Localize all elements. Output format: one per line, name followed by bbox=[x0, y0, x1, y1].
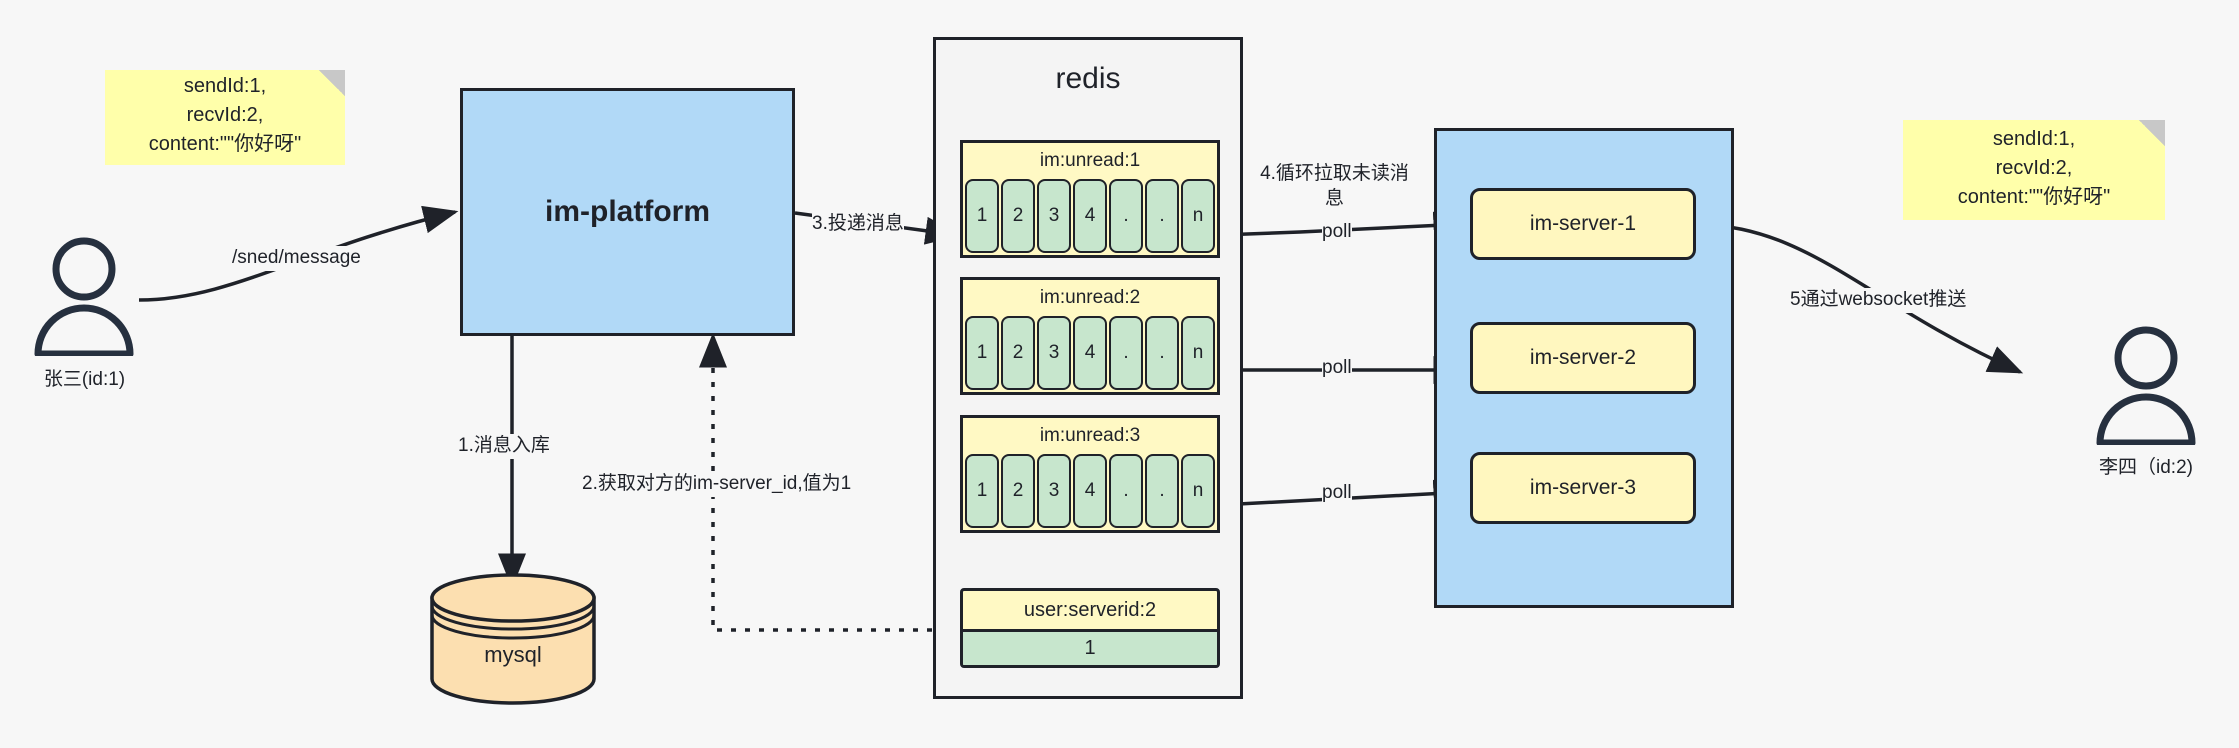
edge-label-step2: 2.获取对方的im-server_id,值为1 bbox=[582, 472, 852, 497]
queue-cell: 1 bbox=[965, 316, 999, 390]
im-platform-label: im-platform bbox=[545, 195, 710, 228]
queue-cell: 4 bbox=[1073, 454, 1107, 528]
im-server-3-card[interactable]: im-server-3 bbox=[1470, 452, 1696, 524]
im-server-1-label: im-server-1 bbox=[1529, 212, 1637, 235]
im-server-1-card[interactable]: im-server-1 bbox=[1470, 188, 1696, 260]
edge-label-step1: 1.消息入库 bbox=[458, 434, 550, 459]
sender-avatar bbox=[26, 236, 142, 358]
queue-cell: 1 bbox=[965, 454, 999, 528]
queue-cell: 3 bbox=[1037, 179, 1071, 253]
note-right-line-3: content:""你好呀" bbox=[1957, 185, 2111, 208]
queue-cell: 3 bbox=[1037, 454, 1071, 528]
user-serverid-key: user:serverid:2 bbox=[1023, 598, 1157, 621]
redis-queue-im-unread-2[interactable]: im:unread:2 1 2 3 4 . . n bbox=[960, 277, 1220, 395]
queue-cells: 1 2 3 4 . . n bbox=[963, 179, 1217, 255]
note-right-line-2: recvId:2, bbox=[1995, 156, 2073, 179]
edge-label-poll-2: poll bbox=[1322, 356, 1352, 381]
person-icon bbox=[34, 237, 134, 358]
person-icon bbox=[2096, 326, 2196, 447]
queue-cells: 1 2 3 4 . . n bbox=[963, 316, 1217, 392]
im-server-3-label: im-server-3 bbox=[1529, 476, 1637, 499]
queue-cell: . bbox=[1145, 179, 1179, 253]
queue-cell: 3 bbox=[1037, 316, 1071, 390]
receiver-caption: 李四（id:2) bbox=[2099, 457, 2193, 478]
note-left-line-2: recvId:2, bbox=[186, 104, 264, 126]
edge-label-step3: 3.投递消息 bbox=[812, 212, 904, 237]
mysql-database[interactable]: mysql bbox=[428, 572, 598, 705]
queue-cell: 4 bbox=[1073, 179, 1107, 253]
note-left-line-1: sendId:1, bbox=[183, 75, 267, 97]
queue-cell: . bbox=[1109, 179, 1143, 253]
queue-key-label: im:unread:2 bbox=[963, 280, 1217, 316]
queue-cells: 1 2 3 4 . . n bbox=[963, 454, 1217, 530]
im-platform-box[interactable]: im-platform bbox=[460, 88, 795, 336]
queue-cell: 2 bbox=[1001, 316, 1035, 390]
note-left: sendId:1, recvId:2, content:""你好呀" bbox=[105, 70, 345, 165]
sender-caption: 张三(id:1) bbox=[43, 369, 126, 390]
note-right: sendId:1, recvId:2, content:""你好呀" bbox=[1903, 120, 2165, 220]
redis-user-serverid-entry[interactable]: user:serverid:2 1 bbox=[960, 588, 1220, 668]
redis-title: redis bbox=[1055, 62, 1121, 95]
edge-label-step4: 4.循环拉取未读消息 bbox=[1257, 162, 1412, 212]
queue-cell: 2 bbox=[1001, 179, 1035, 253]
database-cylinder-icon: mysql bbox=[430, 573, 596, 705]
receiver-avatar bbox=[2088, 325, 2204, 447]
note-right-line-1: sendId:1, bbox=[1992, 127, 2076, 150]
edge-label-poll-1: poll bbox=[1322, 220, 1352, 245]
im-server-2-label: im-server-2 bbox=[1529, 346, 1637, 369]
edge-label-send-message: /sned/message bbox=[232, 246, 361, 271]
redis-queue-im-unread-1[interactable]: im:unread:1 1 2 3 4 . . n bbox=[960, 140, 1220, 258]
queue-cell: n bbox=[1181, 179, 1215, 253]
queue-cell: n bbox=[1181, 316, 1215, 390]
queue-key-label: im:unread:1 bbox=[963, 143, 1217, 179]
note-left-line-3: content:""你好呀" bbox=[148, 133, 302, 155]
queue-cell: . bbox=[1145, 454, 1179, 528]
im-server-2-card[interactable]: im-server-2 bbox=[1470, 322, 1696, 394]
queue-cell: 2 bbox=[1001, 454, 1035, 528]
mysql-label: mysql bbox=[484, 642, 541, 667]
user-serverid-value: 1 bbox=[963, 629, 1217, 665]
queue-key-label: im:unread:3 bbox=[963, 418, 1217, 454]
queue-cell: . bbox=[1145, 316, 1179, 390]
queue-cell: . bbox=[1109, 316, 1143, 390]
queue-cell: 1 bbox=[965, 179, 999, 253]
queue-cell: . bbox=[1109, 454, 1143, 528]
note-fold-icon bbox=[319, 70, 345, 96]
queue-cell: n bbox=[1181, 454, 1215, 528]
redis-queue-im-unread-3[interactable]: im:unread:3 1 2 3 4 . . n bbox=[960, 415, 1220, 533]
queue-cell: 4 bbox=[1073, 316, 1107, 390]
edge-label-poll-3: poll bbox=[1322, 481, 1352, 506]
note-fold-icon bbox=[2139, 120, 2165, 146]
edge-label-step5: 5通过websocket推送 bbox=[1790, 288, 1967, 313]
